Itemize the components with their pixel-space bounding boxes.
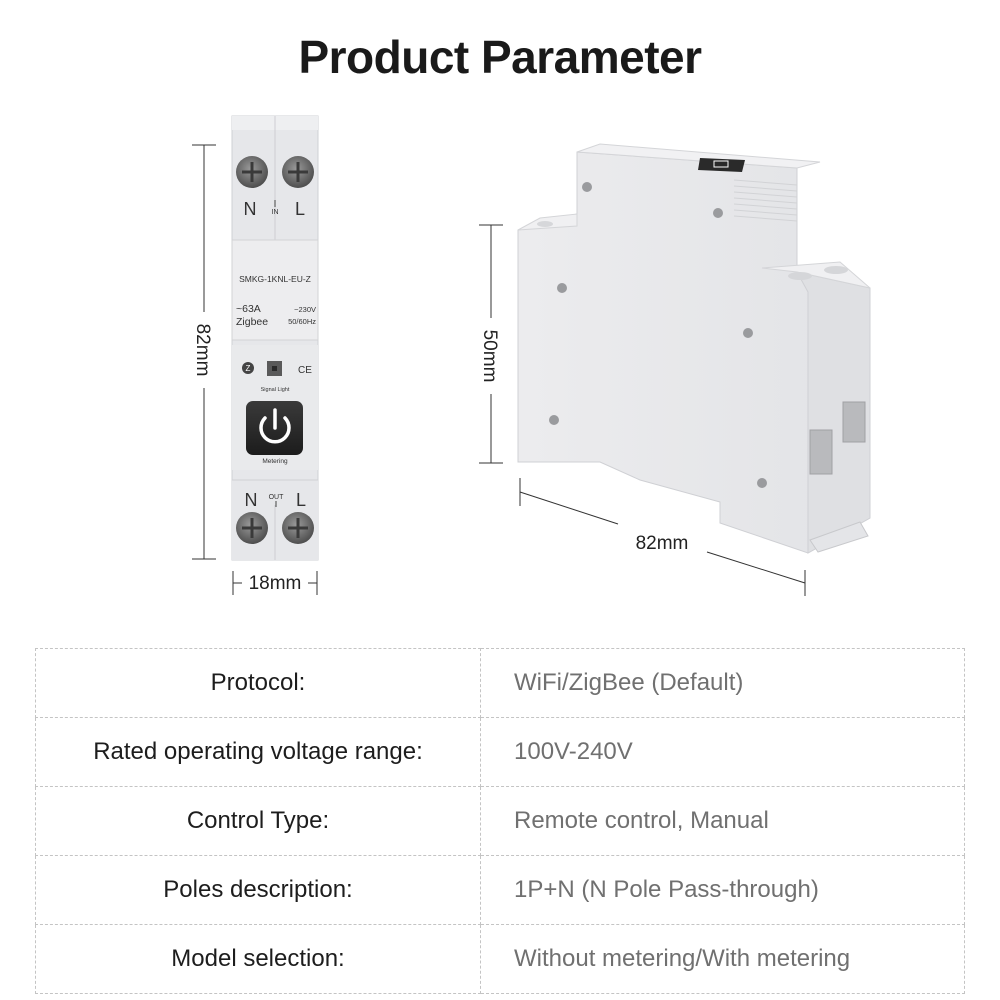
frequency-label: 50/60Hz bbox=[288, 317, 316, 326]
spec-value: WiFi/ZigBee (Default) bbox=[480, 648, 965, 718]
spec-label: Protocol: bbox=[35, 648, 481, 718]
table-row: Poles description: 1P+N (N Pole Pass-thr… bbox=[35, 855, 965, 925]
ce-mark-label: CE bbox=[298, 365, 312, 376]
spec-value: 1P+N (N Pole Pass-through) bbox=[480, 855, 965, 925]
spec-label: Model selection: bbox=[35, 924, 481, 994]
table-row: Rated operating voltage range: 100V-240V bbox=[35, 717, 965, 787]
width-dimension-label: 18mm bbox=[249, 573, 302, 594]
side-depth-dimension-label: 82mm bbox=[636, 533, 689, 554]
side-depth-dimension-line: 82mm bbox=[519, 478, 806, 596]
spec-label: Rated operating voltage range: bbox=[35, 717, 481, 787]
screw-icon bbox=[236, 512, 268, 544]
model-label: SMKG-1KNL-EU-Z bbox=[239, 274, 311, 284]
side-view-device bbox=[517, 143, 871, 554]
side-height-dimension-line: 50mm bbox=[479, 224, 503, 464]
power-icon bbox=[259, 408, 291, 444]
screw-icon bbox=[236, 156, 268, 188]
current-label: ~63A bbox=[236, 303, 261, 315]
spec-value: Remote control, Manual bbox=[480, 786, 965, 856]
out-label: OUT bbox=[269, 494, 285, 501]
in-label: IN bbox=[272, 209, 279, 216]
table-row: Protocol: WiFi/ZigBee (Default) bbox=[35, 648, 965, 718]
terminal-in-l-label: L bbox=[295, 199, 305, 219]
spec-label: Control Type: bbox=[35, 786, 481, 856]
signal-light-icon bbox=[267, 361, 282, 376]
terminal-out-n-label: N bbox=[245, 490, 258, 510]
metering-label: Metering bbox=[262, 458, 288, 465]
spec-value: Without metering/With metering bbox=[480, 924, 965, 994]
spec-label: Poles description: bbox=[35, 855, 481, 925]
table-row: Model selection: Without metering/With m… bbox=[35, 924, 965, 994]
width-dimension-line: 18mm bbox=[232, 571, 318, 595]
signal-light-label: Signal Light bbox=[261, 387, 290, 393]
page-title: Product Parameter bbox=[298, 31, 702, 83]
power-button[interactable] bbox=[246, 401, 303, 455]
front-view-device: N L IN SMKG-1KNL-EU-Z ~63A Zigbee ~230V … bbox=[231, 115, 319, 561]
zigbee-text-label: Zigbee bbox=[236, 316, 268, 328]
table-row: Control Type: Remote control, Manual bbox=[35, 786, 965, 856]
spec-value: 100V-240V bbox=[480, 717, 965, 787]
terminal-out-l-label: L bbox=[296, 490, 306, 510]
spec-table: Protocol: WiFi/ZigBee (Default) Rated op… bbox=[35, 648, 965, 994]
product-illustration: N L IN SMKG-1KNL-EU-Z ~63A Zigbee ~230V … bbox=[192, 115, 871, 596]
voltage-label: ~230V bbox=[294, 305, 316, 314]
side-height-dimension-label: 50mm bbox=[479, 330, 500, 383]
screw-icon bbox=[282, 512, 314, 544]
height-dimension-label: 82mm bbox=[192, 324, 213, 377]
power-button-top-view bbox=[698, 158, 745, 172]
zigbee-logo-icon: Z bbox=[242, 362, 254, 374]
svg-text:Z: Z bbox=[246, 364, 251, 373]
screw-icon bbox=[282, 156, 314, 188]
height-dimension-line: 82mm bbox=[192, 144, 216, 560]
terminal-in-n-label: N bbox=[244, 199, 257, 219]
